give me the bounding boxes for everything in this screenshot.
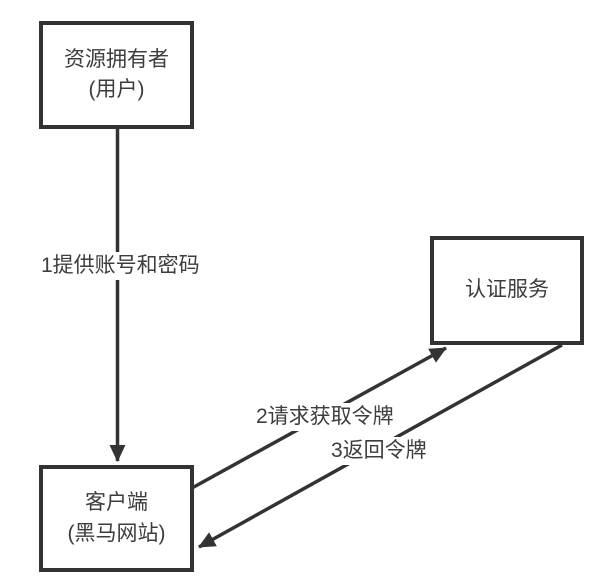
node-client-title: 客户端: [85, 491, 148, 515]
edge-label-provide-credentials: 1提供账号和密码: [39, 252, 202, 281]
node-resource-owner-subtitle: (用户): [88, 78, 145, 101]
node-client: 客户端 (黑马网站): [39, 465, 194, 572]
node-auth-service: 认证服务: [430, 236, 584, 345]
node-auth-service-title: 认证服务: [465, 278, 549, 302]
node-resource-owner: 资源拥有者 (用户): [39, 21, 194, 129]
node-resource-owner-title: 资源拥有者: [64, 47, 169, 71]
node-client-subtitle: (黑马网站): [67, 521, 166, 545]
edge-label-request-token: 2请求获取令牌: [254, 403, 396, 432]
edge-label-return-token: 3返回令牌: [329, 437, 429, 466]
